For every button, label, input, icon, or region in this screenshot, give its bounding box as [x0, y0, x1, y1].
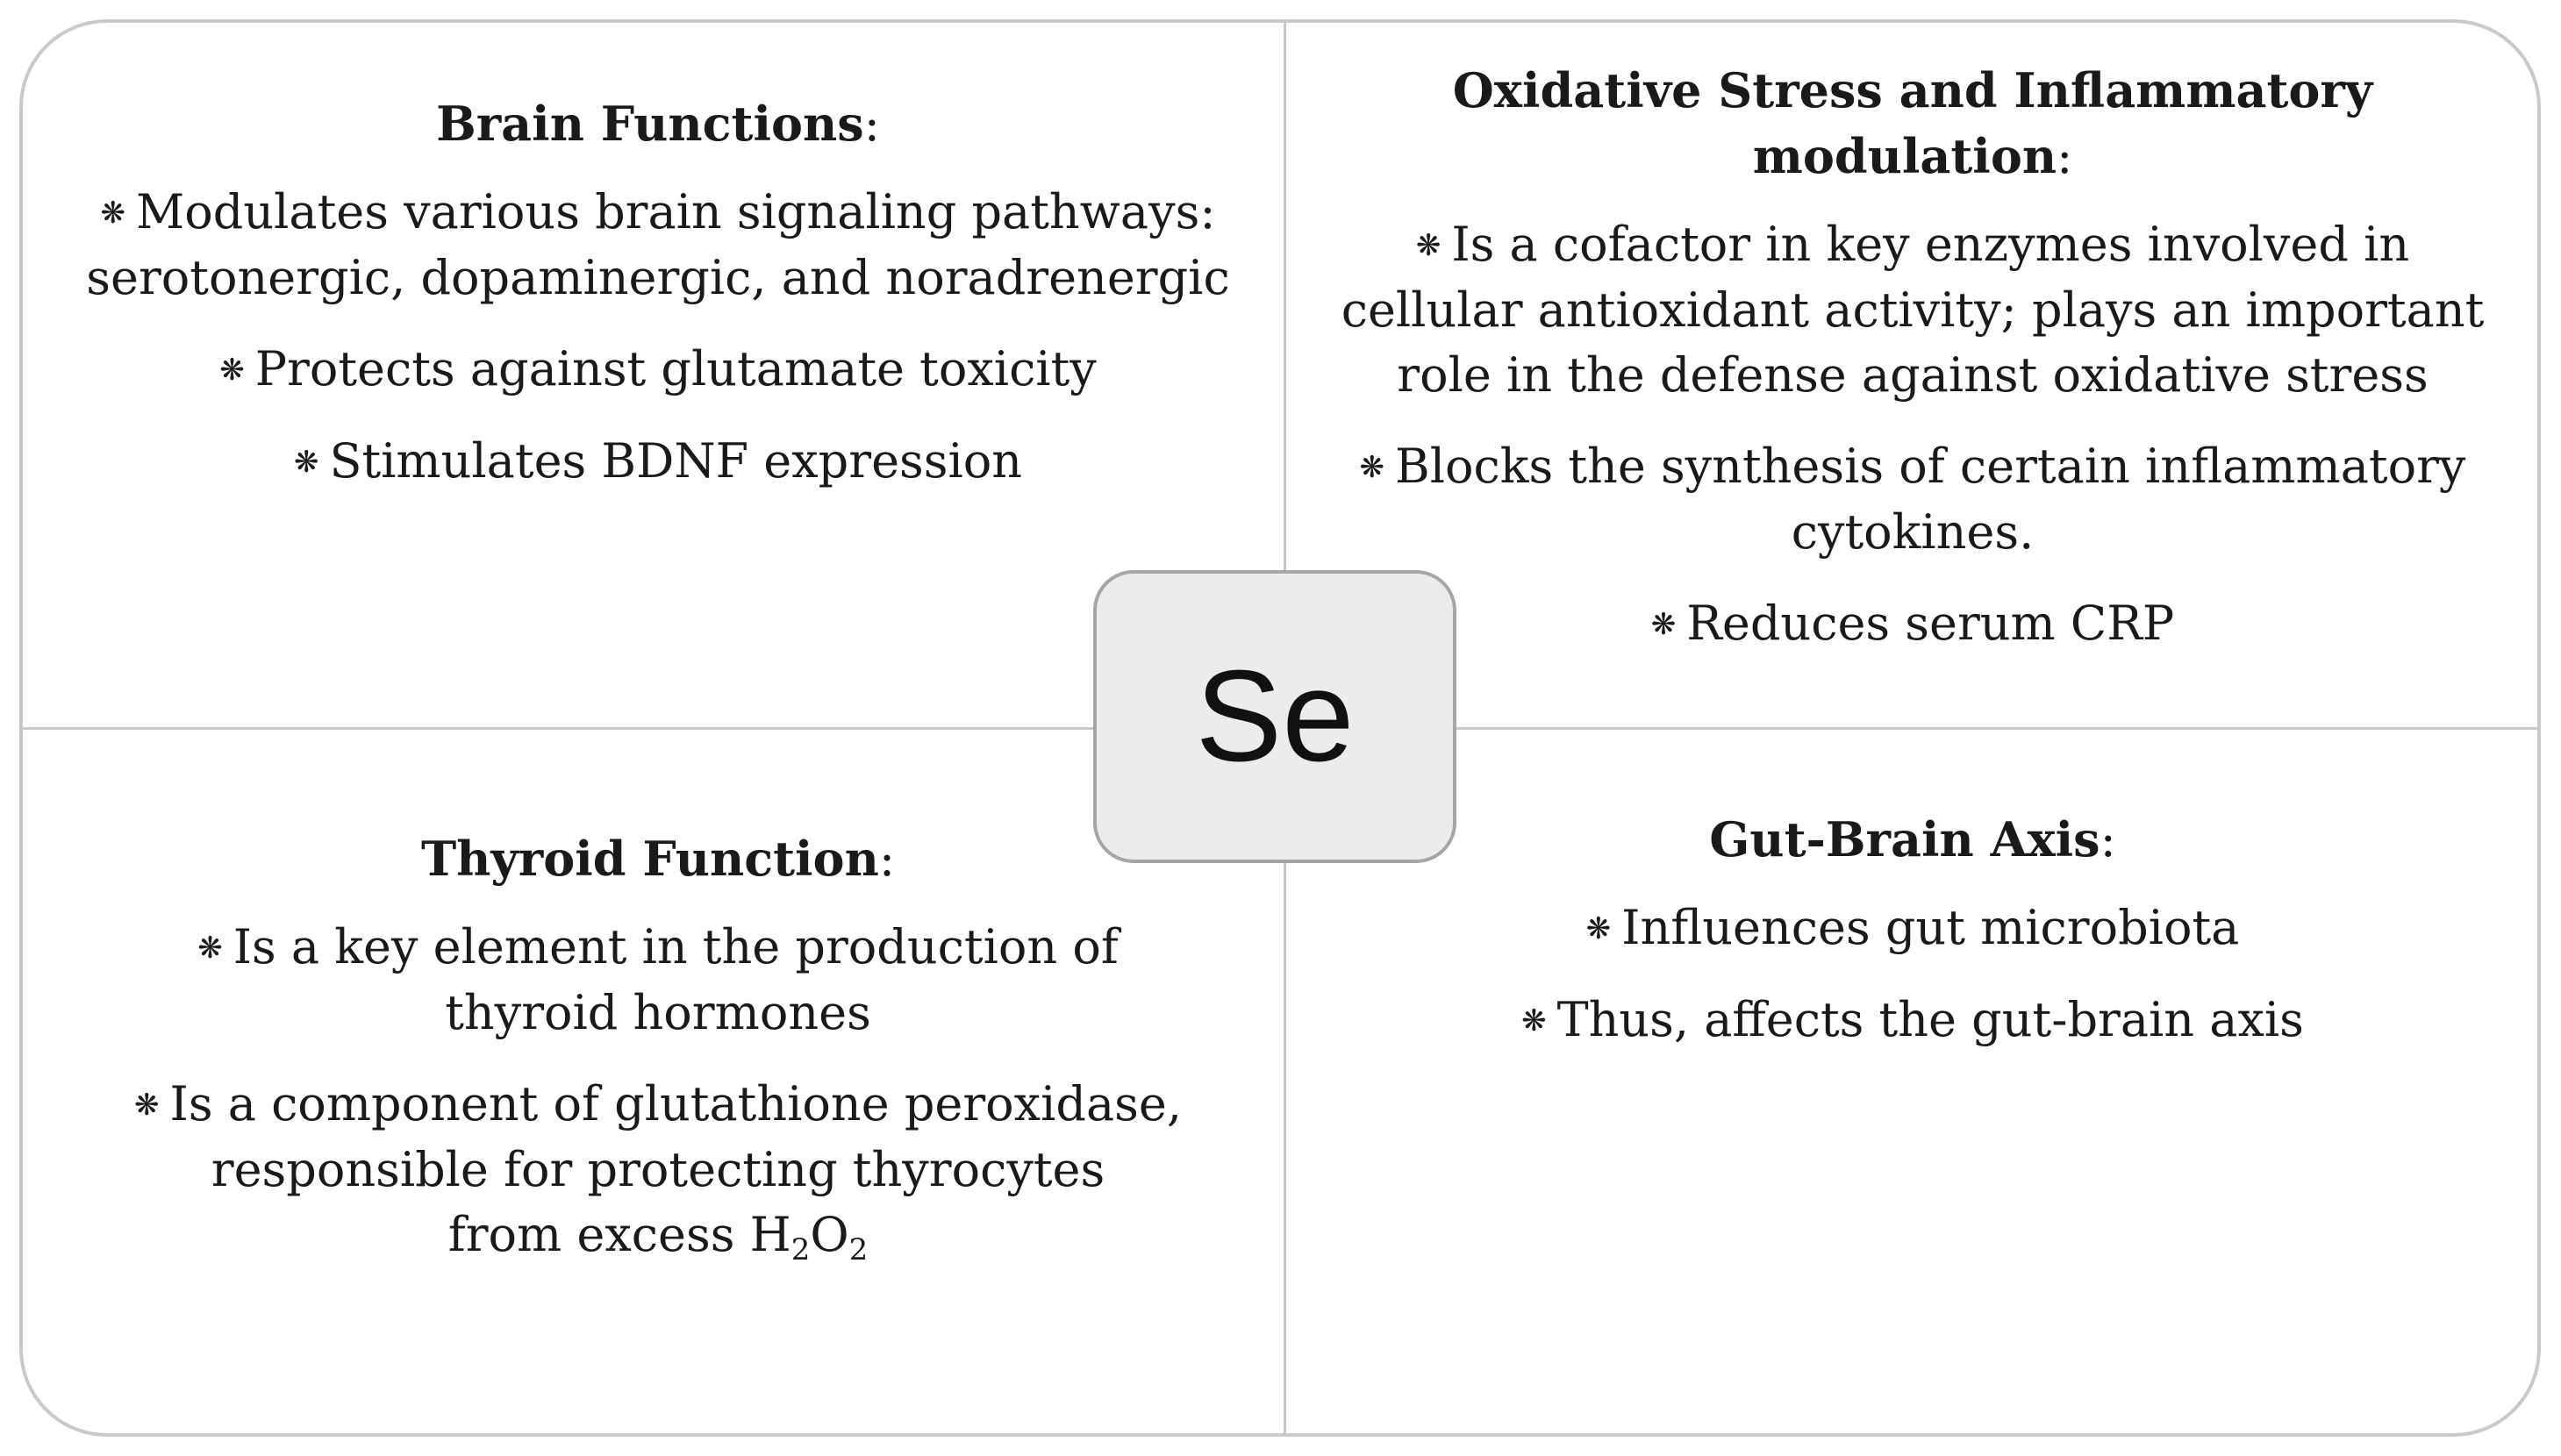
- bullet-icon: ❋: [1650, 607, 1677, 642]
- bullet-icon: ❋: [219, 353, 245, 388]
- bullet-icon: ❋: [293, 445, 319, 480]
- quadrant-gut-brain-axis: Gut-Brain Axis: ❋Influences gut microbio…: [1307, 807, 2518, 1080]
- bullet-icon: ❋: [197, 931, 223, 966]
- thyroid-item-1: ❋Is a key element in the production of t…: [197, 919, 1119, 1040]
- brain-item-3: ❋Stimulates BDNF expression: [293, 433, 1023, 489]
- selenium-symbol: Se: [1195, 644, 1355, 789]
- h2o2-formula: from excess H2O2: [447, 1207, 869, 1267]
- bullet-icon: ❋: [1585, 911, 1612, 946]
- quadrant-thyroid-function: Thyroid Function: ❋Is a key element in t…: [53, 826, 1263, 1294]
- bullet-icon: ❋: [1521, 1003, 1547, 1038]
- oxidative-stress-title: Oxidative Stress and Inflammatory modula…: [1452, 62, 2373, 184]
- thyroid-function-title: Thyroid Function:: [420, 831, 896, 887]
- oxidative-item-2: ❋Blocks the synthesis of certain inflamm…: [1359, 439, 2466, 560]
- bullet-icon: ❋: [100, 196, 125, 231]
- oxidative-item-3: ❋Reduces serum CRP: [1650, 596, 2175, 651]
- gut-brain-axis-title: Gut-Brain Axis:: [1709, 811, 2116, 867]
- quadrant-brain-functions: Brain Functions: ❋Modulates various brai…: [53, 91, 1263, 521]
- brain-item-1: ❋Modulates various brain signaling pathw…: [86, 184, 1230, 305]
- quadrant-oxidative-stress: Oxidative Stress and Inflammatory modula…: [1307, 58, 2518, 683]
- selenium-center-box: Se: [1093, 570, 1456, 863]
- bullet-icon: ❋: [1359, 450, 1385, 485]
- gut-item-1: ❋Influences gut microbiota: [1585, 900, 2240, 955]
- oxidative-item-1: ❋Is a cofactor in key enzymes involved i…: [1341, 217, 2485, 403]
- brain-item-2: ❋Protects against glutamate toxicity: [219, 341, 1097, 396]
- bullet-icon: ❋: [134, 1088, 160, 1123]
- bullet-icon: ❋: [1415, 228, 1441, 263]
- thyroid-item-2: ❋Is a component of glutathione peroxidas…: [134, 1076, 1182, 1267]
- brain-functions-title: Brain Functions:: [436, 96, 880, 152]
- gut-item-2: ❋Thus, affects the gut-brain axis: [1521, 992, 2304, 1047]
